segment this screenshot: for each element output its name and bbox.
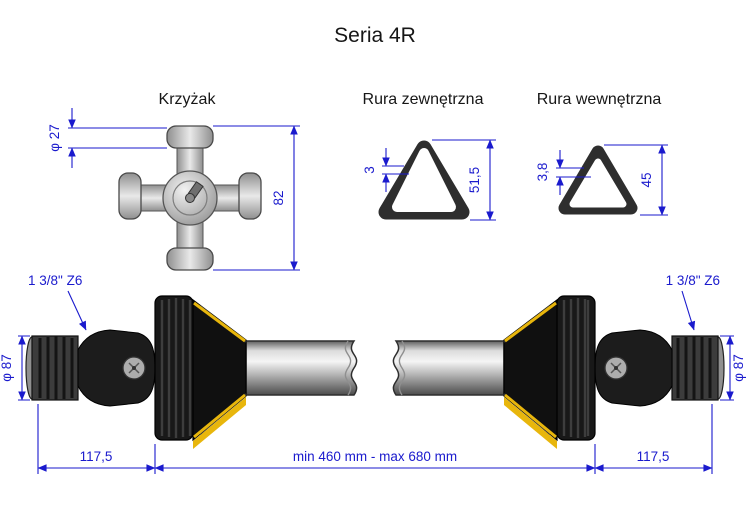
bearing-cap-left xyxy=(118,172,142,220)
inner-tube-label: Rura wewnętrzna xyxy=(537,91,662,108)
guard-cone-yellow-left xyxy=(193,397,246,449)
bearing-cap-bottom xyxy=(166,247,214,271)
dim-spline-left: 1 3/8" Z6 xyxy=(28,273,82,288)
dim-length-right: 117,5 xyxy=(637,449,670,464)
bearing-cap-top xyxy=(166,125,214,149)
dim-inner-tube-size: 45 xyxy=(639,172,654,187)
dim-outer-tube-size: 51,5 xyxy=(467,167,482,193)
inner-tube-profile-drawing xyxy=(558,145,638,215)
dim-length-left: 117,5 xyxy=(80,449,113,464)
dim-length-center: min 460 mm - max 680 mm xyxy=(293,449,457,464)
pto-shaft-drawing xyxy=(25,295,725,449)
inner-tube-dimensions: 3,8 45 xyxy=(535,144,668,216)
bearing-cap-right xyxy=(238,172,262,220)
dim-diameter-right: φ 87 xyxy=(731,354,746,382)
shaft-tube-left xyxy=(245,340,358,396)
cross-journal-drawing xyxy=(118,125,262,271)
dim-inner-tube-wall: 3,8 xyxy=(535,163,550,182)
shaft-dimensions: 1 3/8" Z6 1 3/8" Z6 φ 87 φ 87 117,5 min … xyxy=(0,273,746,474)
guard-bell-left xyxy=(154,295,194,441)
krzyzak-label: Krzyżak xyxy=(159,91,217,108)
dim-outer-tube-wall: 3 xyxy=(362,166,377,174)
outer-tube-dimensions: 3 51,5 xyxy=(362,139,496,221)
grease-nipple-icon xyxy=(185,181,204,203)
guard-cone-yellow-right xyxy=(504,397,557,449)
page-title: Seria 4R xyxy=(334,24,416,47)
outer-tube-profile-drawing xyxy=(378,140,470,220)
cross-journal-dimensions: φ 27 82 xyxy=(47,108,300,271)
outer-tube-label: Rura zewnętrzna xyxy=(363,91,484,108)
dim-diameter-left: φ 87 xyxy=(0,354,14,382)
guard-bell-right xyxy=(556,295,596,441)
dim-cross-length: 82 xyxy=(271,190,286,205)
shaft-tube-right xyxy=(392,340,505,396)
dim-cross-diameter: φ 27 xyxy=(47,124,62,152)
dim-spline-right: 1 3/8" Z6 xyxy=(666,273,720,288)
